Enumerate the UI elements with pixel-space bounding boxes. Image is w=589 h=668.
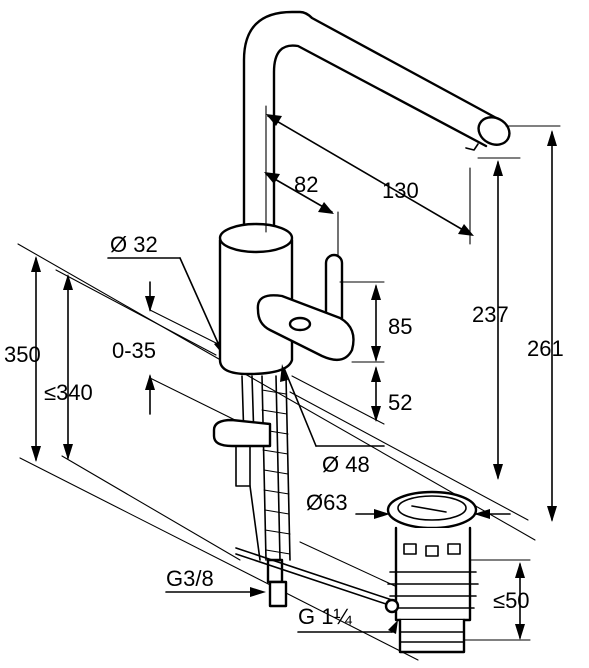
hose-braid [261, 389, 291, 555]
label-d32: Ø 32 [110, 232, 158, 257]
pop-up-drain-icon [384, 490, 479, 654]
label-d63: Ø63 [306, 490, 348, 515]
label-340: ≤340 [44, 380, 93, 405]
label-261: 261 [527, 336, 564, 361]
label-52: 52 [388, 390, 412, 415]
dimension-d48: Ø 48 [280, 364, 385, 477]
label-237: 237 [472, 302, 509, 327]
label-130: 130 [382, 178, 419, 203]
dimension-d63: Ø63 [306, 490, 511, 519]
faucet-icon [212, 10, 511, 608]
label-82: 82 [294, 172, 318, 197]
dimension-50: ≤50 [493, 562, 530, 640]
dimension-0-35: 0-35 [112, 281, 156, 415]
dimension-237: 237 [472, 157, 521, 480]
dimension-350: 350 [4, 256, 41, 462]
label-g114: G 1¼ [298, 604, 352, 629]
label-g38: G3/8 [166, 566, 214, 591]
dimension-g114: G 1¼ [297, 604, 398, 634]
dimension-52: 52 [291, 366, 412, 425]
label-50: ≤50 [493, 588, 530, 613]
label-0-35: 0-35 [112, 338, 156, 363]
label-d48: Ø 48 [322, 452, 370, 477]
label-350: 350 [4, 342, 41, 367]
dimension-82-130: 82 130 [264, 105, 474, 257]
dimension-261: 261 [505, 125, 564, 522]
dimension-85: 85 [339, 281, 412, 363]
dimension-g38: G3/8 [165, 566, 266, 597]
dimension-340: ≤340 [44, 274, 93, 460]
label-85: 85 [388, 314, 412, 339]
